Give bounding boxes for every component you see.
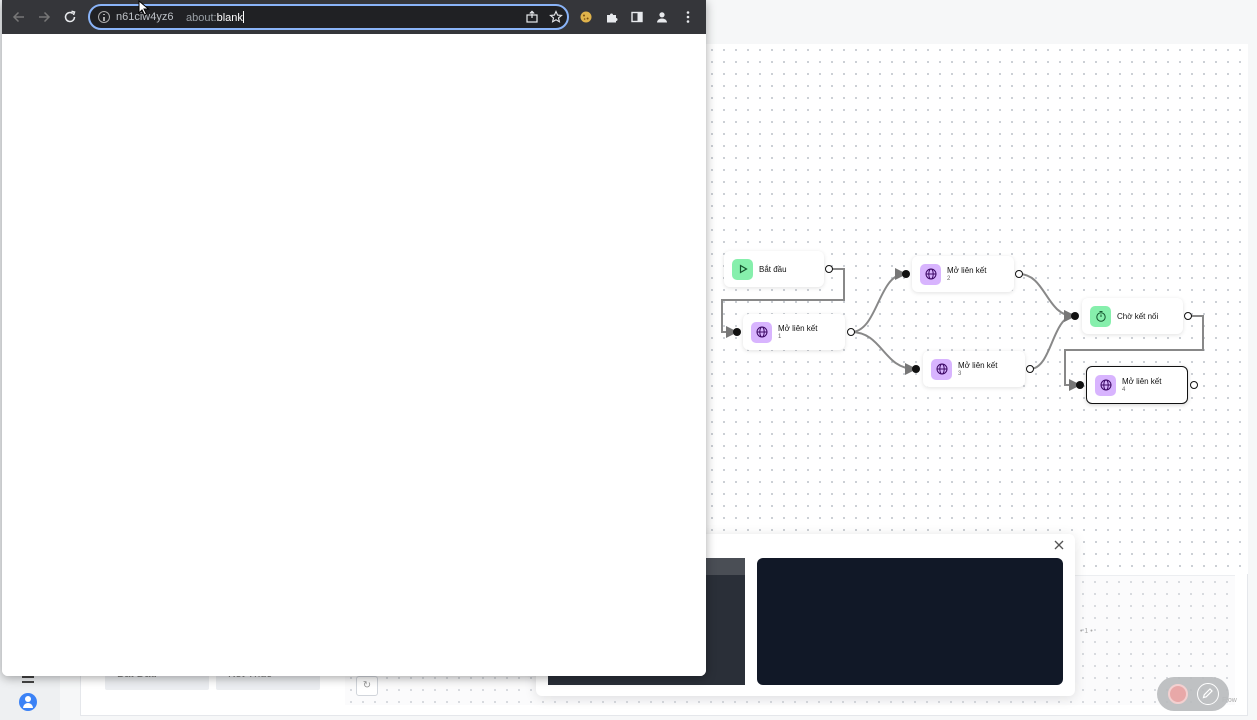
user-profile-icon[interactable]: [19, 693, 37, 711]
node-index: 4: [1122, 386, 1126, 393]
url-scheme: about:: [186, 12, 217, 24]
browser-toolbar: n61ciw4yz6 about:blank: [2, 0, 706, 34]
flow-node-open-link-1[interactable]: Mở liên kết 1: [743, 314, 845, 350]
star-icon[interactable]: [548, 9, 564, 25]
play-icon: [732, 258, 753, 280]
node-index: 2: [947, 275, 951, 282]
node-output-handle[interactable]: [825, 265, 833, 273]
flow-node-open-link-2[interactable]: Mở liên kết 2: [912, 256, 1014, 292]
node-label: Mở liên kết: [947, 265, 987, 275]
node-output-handle[interactable]: [1015, 270, 1023, 278]
globe-icon: [920, 263, 941, 285]
node-label: Mở liên kết: [1122, 376, 1162, 386]
cookie-extension-icon[interactable]: [578, 9, 594, 25]
flow-node-wait-connection[interactable]: Chờ kết nối: [1082, 298, 1183, 334]
node-output-handle[interactable]: [1184, 312, 1192, 320]
puzzle-extension-icon[interactable]: [604, 9, 620, 25]
url-text[interactable]: about:blank: [186, 11, 244, 24]
node-label: Mở liên kết: [778, 323, 818, 333]
flow-node-start[interactable]: Bắt đầu: [724, 251, 824, 287]
reload-icon[interactable]: [62, 9, 78, 25]
profile-icon[interactable]: [654, 9, 670, 25]
globe-icon: [1095, 374, 1116, 396]
node-index: 3: [958, 370, 962, 377]
canvas-micro-text: • 1 •: [1080, 628, 1093, 635]
info-icon[interactable]: [98, 11, 110, 23]
node-text: Mở liên kết 4: [1122, 377, 1161, 394]
node-output-handle[interactable]: [1026, 365, 1034, 373]
text-caret: [242, 11, 244, 23]
kebab-menu-icon[interactable]: [680, 9, 696, 25]
site-host-label: n61ciw4yz6: [116, 11, 174, 23]
node-text: Chờ kết nối: [1117, 312, 1158, 321]
node-label: Mở liên kết: [958, 360, 998, 370]
flow-node-open-link-4[interactable]: Mở liên kết 4: [1086, 366, 1188, 404]
timer-icon: [1090, 305, 1111, 327]
node-output-handle[interactable]: [1190, 381, 1198, 389]
node-input-handle[interactable]: [1071, 312, 1079, 320]
node-label: Chờ kết nối: [1117, 311, 1159, 321]
mouse-cursor-icon: [138, 0, 150, 21]
node-output-handle[interactable]: [847, 328, 855, 336]
back-arrow-icon[interactable]: [11, 9, 27, 25]
side-panel-icon[interactable]: [629, 9, 645, 25]
globe-icon: [931, 358, 952, 380]
node-input-handle[interactable]: [912, 365, 920, 373]
url-rest: blank: [216, 12, 243, 24]
pen-icon[interactable]: [1197, 683, 1219, 705]
popup-browser-window: n61ciw4yz6 about:blank: [2, 0, 706, 676]
address-bar[interactable]: n61ciw4yz6 about:blank: [88, 4, 569, 30]
node-text: Mở liên kết 1: [778, 324, 817, 341]
node-label: Bắt đầu: [759, 264, 787, 274]
close-icon[interactable]: [1052, 538, 1066, 552]
blank-page: [2, 34, 706, 676]
redo-button[interactable]: ↻: [356, 676, 378, 696]
forward-arrow-icon[interactable]: [36, 9, 52, 25]
dark-preview-right: [757, 558, 1063, 685]
share-icon[interactable]: [524, 9, 540, 25]
node-text: Mở liên kết 3: [958, 361, 997, 378]
node-text: Mở liên kết 2: [947, 266, 986, 283]
flow-watermark: Flow: [1222, 697, 1237, 704]
flow-node-open-link-3[interactable]: Mở liên kết 3: [923, 351, 1025, 387]
node-input-handle[interactable]: [1076, 381, 1084, 389]
node-text: Bắt đầu: [759, 265, 787, 274]
node-input-handle[interactable]: [733, 328, 741, 336]
record-button[interactable]: [1168, 684, 1188, 704]
globe-icon: [751, 321, 772, 343]
node-index: 1: [778, 333, 782, 340]
node-input-handle[interactable]: [902, 270, 910, 278]
